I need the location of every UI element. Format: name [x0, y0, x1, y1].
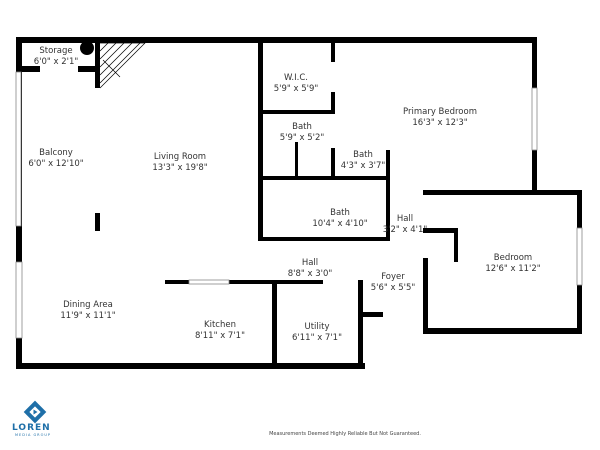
wall-storage: [16, 66, 40, 72]
room-size: 3'2" x 4'1": [382, 225, 428, 235]
room-name: Living Room: [153, 152, 207, 162]
room-size: 10'4" x 4'10": [312, 219, 368, 229]
room-name: Bath: [353, 150, 373, 160]
logo-text: LOREN: [12, 423, 51, 433]
room-size: 16'3" x 12'3": [412, 118, 468, 128]
wall-wic: [258, 110, 335, 114]
wall-kitchen: [165, 280, 323, 284]
room-size: 5'9" x 5'9": [273, 84, 319, 94]
wall-top: [16, 37, 537, 43]
wall-bath: [258, 237, 390, 241]
room-name: Bath: [330, 208, 350, 218]
room-size: 6'0" x 12'10": [28, 159, 84, 169]
wall-primary-bottom: [423, 190, 582, 195]
wall-bath: [386, 150, 390, 241]
stairs: [99, 42, 146, 89]
room-size: 12'6" x 11'2": [485, 264, 541, 274]
room-size: 13'3" x 19'8": [152, 163, 208, 173]
wall-notch: [454, 228, 458, 262]
wall-bottom: [16, 363, 365, 369]
room-name: Dining Area: [63, 300, 113, 310]
room-name: Bath: [292, 122, 312, 132]
wall-bath: [331, 148, 335, 178]
wall-bedroom-bottom: [423, 328, 582, 334]
wall-storage: [78, 66, 100, 72]
wall-bath: [295, 142, 298, 178]
room-name: Kitchen: [204, 320, 236, 330]
room-size: 8'11" x 7'1": [195, 331, 245, 341]
wall-kitchen-utility: [272, 280, 277, 369]
room-size: 6'11" x 7'1": [292, 333, 342, 343]
room-name: Foyer: [381, 272, 405, 282]
room-name: Storage: [39, 46, 73, 56]
room-name: Bedroom: [493, 253, 533, 263]
room-name: Primary Bedroom: [403, 107, 477, 117]
wall-bedroom-left: [423, 258, 428, 334]
logo-icon: [23, 400, 47, 424]
logo-subtext: MEDIA GROUP: [15, 433, 52, 437]
room-size: 11'9" x 11'1": [60, 311, 116, 321]
room-size: 8'8" x 3'0": [287, 269, 333, 279]
wall-wic: [331, 37, 335, 62]
wall-balcony: [95, 37, 100, 88]
windows: [15, 71, 583, 339]
wall-foyer: [358, 312, 383, 317]
wall-bath: [258, 176, 390, 180]
room-name: Utility: [304, 322, 330, 332]
column: [80, 41, 94, 55]
disclaimer: Measurements Deemed Highly Reliable But …: [269, 431, 421, 437]
wall-notch: [423, 228, 458, 233]
room-name: Balcony: [39, 148, 73, 158]
wall-balcony: [16, 226, 22, 232]
room-name: Hall: [301, 258, 319, 268]
room-size: 5'9" x 5'2": [279, 133, 325, 143]
room-size: 6'0" x 2'1": [33, 57, 79, 67]
wall-wic: [331, 92, 335, 114]
room-size: 5'6" x 5'5": [370, 283, 416, 293]
wall-balcony: [95, 213, 100, 231]
room-size: 4'3" x 3'7": [340, 161, 386, 171]
room-wic: W.I.C.5'9" x 5'9": [274, 73, 319, 95]
room-name: Hall: [396, 214, 414, 224]
room-name: W.I.C.: [284, 73, 308, 83]
wall-wic: [258, 37, 263, 241]
wall-utility: [358, 280, 363, 369]
